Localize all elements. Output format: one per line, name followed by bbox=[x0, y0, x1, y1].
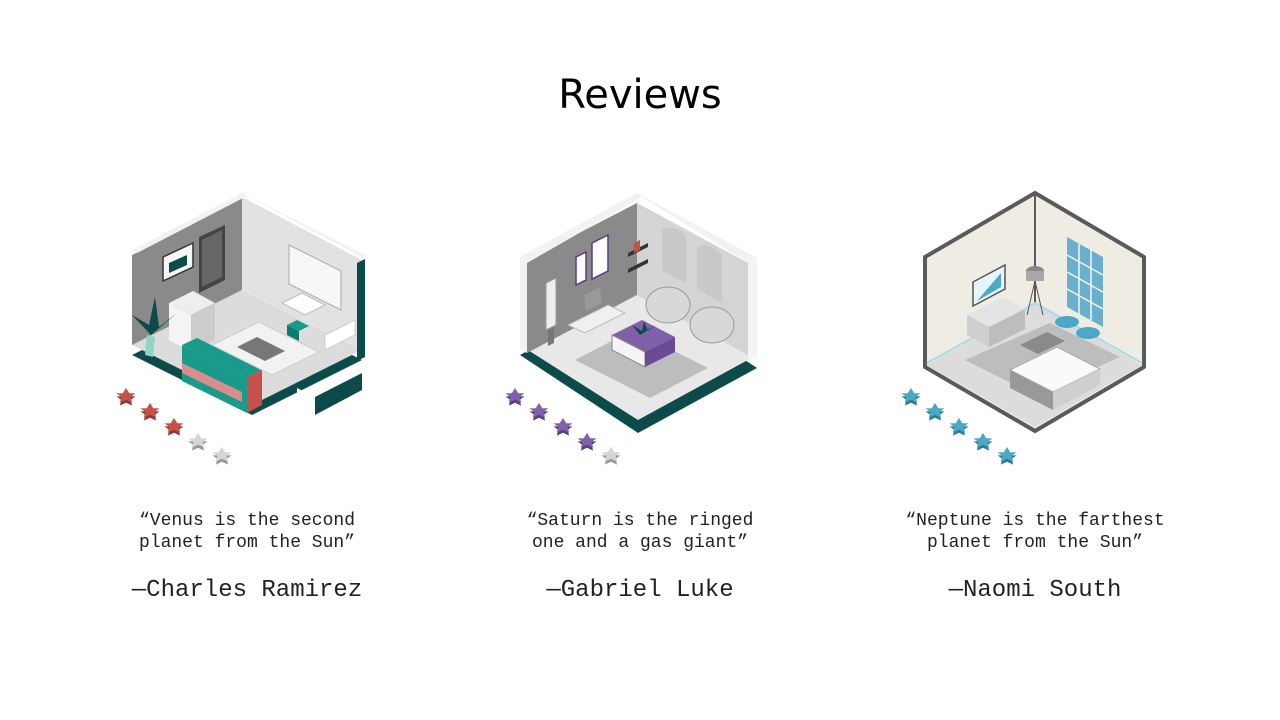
page-title: Reviews bbox=[558, 72, 722, 118]
quote-line-2: one and a gas giant” bbox=[531, 533, 749, 553]
review-card-3: “Neptune is the farthest planet from the… bbox=[885, 185, 1185, 625]
quote-line-2: planet from the Sun” bbox=[926, 533, 1144, 553]
rating-stars bbox=[505, 388, 621, 465]
review-quote: “Saturn is the ringed one and a gas gian… bbox=[490, 510, 790, 554]
bedroom-illustration bbox=[116, 193, 365, 465]
review-card-1: “Venus is the second planet from the Sun… bbox=[97, 185, 397, 625]
bedroom-illustration bbox=[901, 190, 1146, 465]
living-room-illustration bbox=[505, 193, 757, 465]
review-card-2: “Saturn is the ringed one and a gas gian… bbox=[490, 185, 790, 625]
quote-line-1: “Saturn is the ringed bbox=[526, 511, 754, 531]
quote-line-1: “Venus is the second bbox=[138, 511, 356, 531]
quote-line-2: planet from the Sun” bbox=[138, 533, 356, 553]
rating-stars bbox=[116, 388, 232, 465]
review-quote: “Neptune is the farthest planet from the… bbox=[885, 510, 1185, 554]
review-quote: “Venus is the second planet from the Sun… bbox=[97, 510, 397, 554]
review-author: —Naomi South bbox=[948, 577, 1122, 604]
quote-line-1: “Neptune is the farthest bbox=[905, 511, 1165, 531]
review-author: —Gabriel Luke bbox=[546, 577, 734, 604]
rating-stars bbox=[901, 388, 1017, 465]
review-author: —Charles Ramirez bbox=[131, 577, 363, 604]
